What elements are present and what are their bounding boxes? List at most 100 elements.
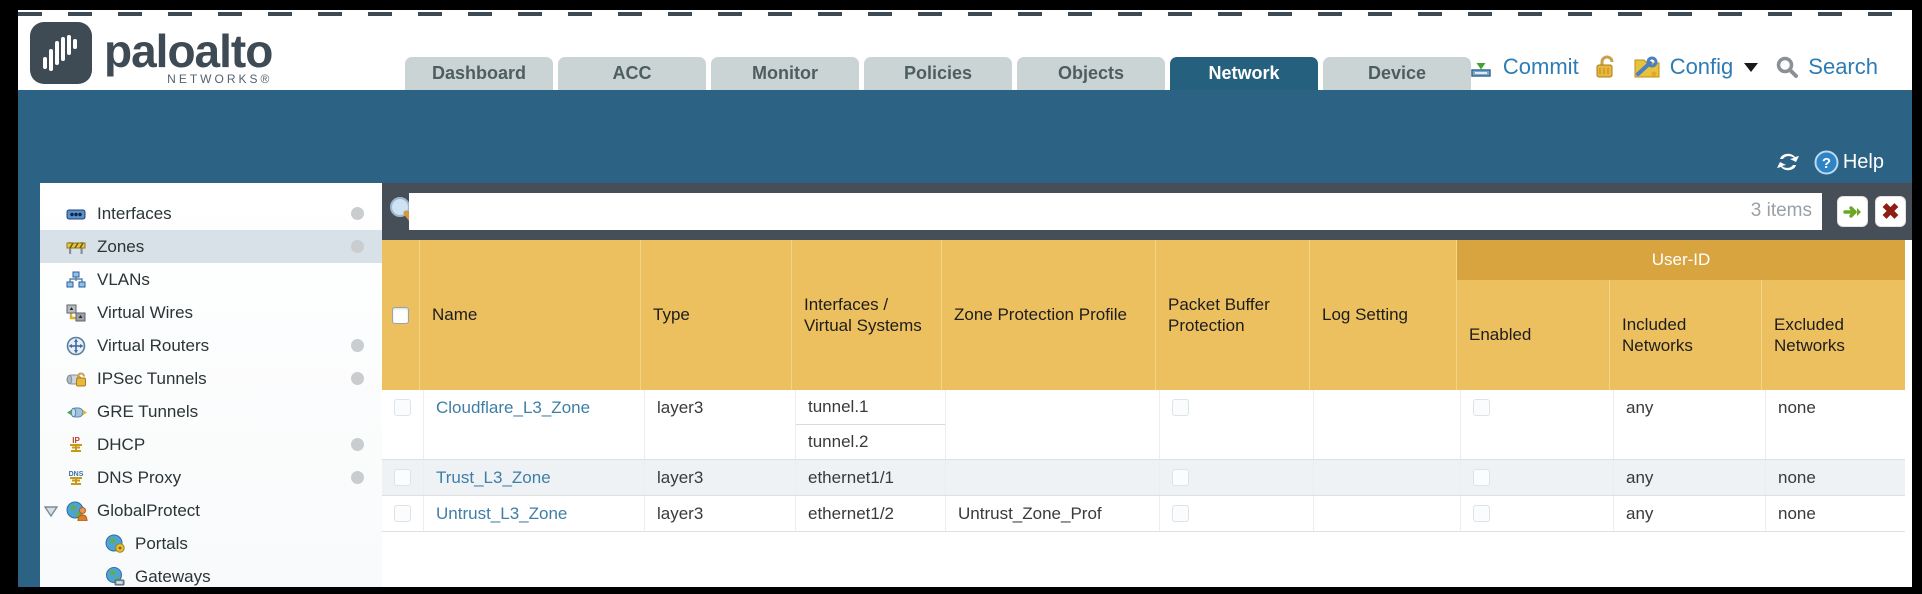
zones-table-body: Cloudflare_L3_Zone layer3 tunnel.1 tunne…: [382, 390, 1905, 532]
items-count: 3 items: [1750, 200, 1812, 221]
zone-type-cell: layer3: [645, 460, 796, 495]
excluded-networks-cell: none: [1778, 467, 1816, 487]
tab-dashboard[interactable]: Dashboard: [405, 57, 553, 90]
search-icon[interactable]: [1775, 55, 1799, 79]
sidebar-item-label: DHCP: [97, 434, 146, 454]
tab-monitor[interactable]: Monitor: [711, 57, 859, 90]
table-row[interactable]: Trust_L3_Zone layer3 ethernet1/1 any non…: [382, 460, 1905, 496]
help-label[interactable]: Help: [1842, 150, 1884, 173]
zone-name-link[interactable]: Cloudflare_L3_Zone: [436, 398, 591, 417]
app-header: paloalto NETWORKS® Dashboard ACC Monitor…: [18, 10, 1912, 90]
column-header-name[interactable]: Name: [420, 240, 641, 390]
column-header-interfaces[interactable]: Interfaces / Virtual Systems: [792, 240, 942, 390]
item-dot: [351, 471, 364, 484]
tab-policies[interactable]: Policies: [864, 57, 1012, 90]
interface-value[interactable]: ethernet1/2: [808, 503, 895, 523]
select-all-checkbox[interactable]: [392, 306, 409, 324]
sidebar-item-portals[interactable]: Portals: [40, 527, 382, 560]
tab-acc[interactable]: ACC: [558, 57, 706, 90]
packet-buffer-checkbox[interactable]: [1172, 399, 1189, 416]
tab-network[interactable]: Network: [1170, 57, 1318, 90]
focus-dash-line: [18, 12, 1912, 16]
zone-name-link[interactable]: Untrust_L3_Zone: [436, 503, 568, 523]
sidebar-item-label: DNS Proxy: [97, 467, 182, 487]
search-button[interactable]: Search: [1808, 54, 1878, 79]
row-checkbox[interactable]: [394, 469, 411, 486]
commit-button[interactable]: Commit: [1502, 54, 1579, 79]
sidebar-item-label: VLANs: [97, 269, 150, 289]
ipsec-tunnels-icon: [66, 369, 88, 389]
included-networks-cell: any: [1614, 390, 1766, 459]
column-header-enabled[interactable]: Enabled: [1457, 280, 1610, 390]
item-dot: [351, 438, 364, 451]
lock-icon[interactable]: [1594, 54, 1618, 80]
clear-filter-button[interactable]: ✖: [1875, 196, 1906, 227]
sidebar-item-vlans[interactable]: VLANs: [40, 263, 382, 296]
column-header-zone-protection-profile[interactable]: Zone Protection Profile: [942, 240, 1156, 390]
sidebar-item-zones[interactable]: Zones: [40, 230, 382, 263]
sidebar-item-label: Zones: [97, 236, 145, 256]
user-id-enabled-checkbox[interactable]: [1473, 469, 1490, 486]
panos-app: paloalto NETWORKS® Dashboard ACC Monitor…: [18, 10, 1912, 587]
log-setting-cell: [1314, 496, 1461, 531]
zone-interfaces-cell: ethernet1/1: [796, 460, 946, 495]
main-nav-tabs: Dashboard ACC Monitor Policies Objects N…: [405, 57, 1471, 90]
sidebar-item-dhcp[interactable]: IP DHCP: [40, 428, 382, 461]
help-icon[interactable]: ?: [1814, 150, 1839, 175]
column-header-log-setting[interactable]: Log Setting: [1310, 240, 1457, 390]
interface-value[interactable]: tunnel.2: [808, 431, 869, 451]
sidebar-item-gre-tunnels[interactable]: GRE Tunnels: [40, 395, 382, 428]
config-icon[interactable]: [1633, 54, 1661, 80]
item-dot: [351, 207, 364, 220]
user-id-group-header: User-ID: [1457, 240, 1905, 280]
config-menu[interactable]: Config: [1669, 54, 1734, 79]
virtual-routers-icon: [66, 336, 88, 356]
filter-input[interactable]: [409, 193, 1822, 230]
log-setting-cell: [1314, 390, 1461, 459]
network-sidebar: Interfaces Zones VLANs Virtual Wires: [40, 183, 382, 587]
user-id-column-group: User-ID Enabled Included Networks Exclud…: [1457, 240, 1905, 390]
column-header-included-networks[interactable]: Included Networks: [1610, 280, 1762, 390]
row-checkbox[interactable]: [394, 399, 411, 416]
sidebar-item-virtual-wires[interactable]: Virtual Wires: [40, 296, 382, 329]
sidebar-item-ipsec-tunnels[interactable]: IPSec Tunnels: [40, 362, 382, 395]
packet-buffer-checkbox[interactable]: [1172, 505, 1189, 522]
zone-name-link[interactable]: Trust_L3_Zone: [436, 467, 551, 487]
sidebar-item-gateways[interactable]: Gateways: [40, 560, 382, 587]
refresh-icon[interactable]: [1774, 149, 1802, 175]
chevron-down-icon[interactable]: [1744, 62, 1759, 72]
tab-objects[interactable]: Objects: [1017, 57, 1165, 90]
zone-type-cell: layer3: [645, 496, 796, 531]
sidebar-item-dns-proxy[interactable]: DNS DNS Proxy: [40, 461, 382, 494]
row-checkbox[interactable]: [394, 505, 411, 522]
user-id-enabled-checkbox[interactable]: [1473, 505, 1490, 522]
svg-text:DNS: DNS: [69, 471, 84, 478]
sidebar-item-interfaces[interactable]: Interfaces: [40, 197, 382, 230]
column-header-type[interactable]: Type: [641, 240, 792, 390]
zone-type-cell: layer3: [645, 390, 796, 459]
sidebar-item-label: Interfaces: [97, 203, 172, 223]
column-header-excluded-networks[interactable]: Excluded Networks: [1774, 314, 1845, 355]
sidebar-item-label: IPSec Tunnels: [97, 368, 207, 388]
tab-device[interactable]: Device: [1323, 57, 1471, 90]
interface-value[interactable]: ethernet1/1: [808, 467, 895, 487]
table-row[interactable]: Untrust_L3_Zone layer3 ethernet1/2 Untru…: [382, 496, 1905, 532]
left-teal-strip: [18, 183, 40, 587]
table-row[interactable]: Cloudflare_L3_Zone layer3 tunnel.1 tunne…: [382, 390, 1905, 460]
user-id-enabled-checkbox[interactable]: [1473, 399, 1490, 416]
sidebar-item-globalprotect[interactable]: GlobalProtect: [40, 494, 382, 527]
interfaces-icon: [66, 204, 88, 224]
packet-buffer-checkbox[interactable]: [1172, 469, 1189, 486]
included-networks-cell: any: [1614, 460, 1766, 495]
apply-filter-button[interactable]: [1837, 196, 1868, 227]
item-dot: [351, 339, 364, 352]
interface-value[interactable]: tunnel.1: [796, 390, 945, 425]
sidebar-item-virtual-routers[interactable]: Virtual Routers: [40, 329, 382, 362]
sidebar-item-label: GRE Tunnels: [97, 401, 199, 421]
commit-icon[interactable]: [1468, 54, 1494, 80]
item-dot: [351, 240, 364, 253]
expand-triangle-icon[interactable]: [43, 503, 59, 523]
column-header-packet-buffer-protection[interactable]: Packet Buffer Protection: [1156, 240, 1310, 390]
sidebar-item-label: Gateways: [135, 566, 211, 586]
